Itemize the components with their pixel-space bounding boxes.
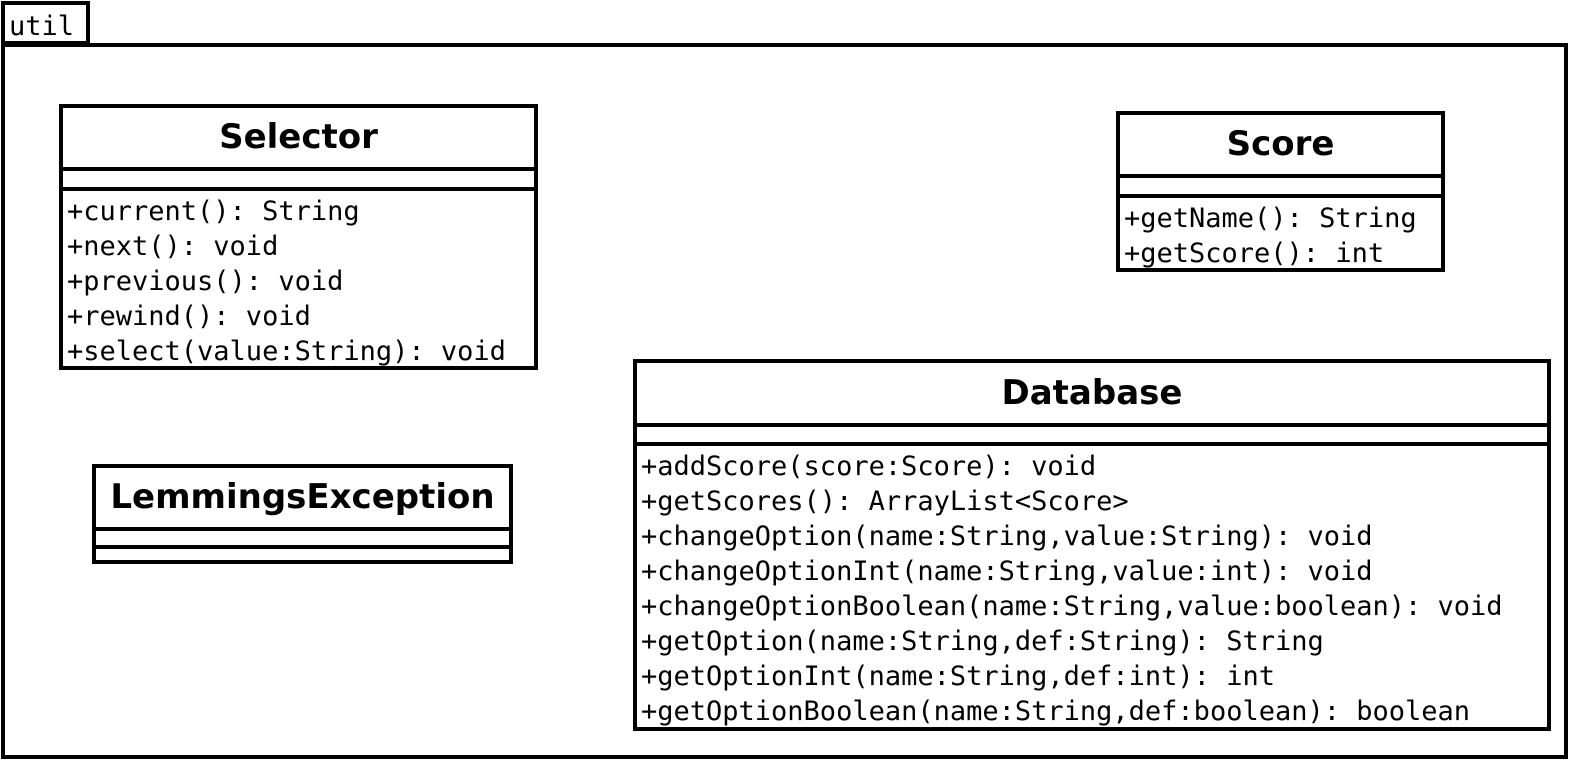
attributes-compartment — [1120, 178, 1441, 198]
attributes-compartment — [637, 427, 1547, 446]
operation: +previous(): void — [67, 266, 344, 297]
operation: +getOptionBoolean(name:String,def:boolea… — [641, 696, 1471, 727]
operation: +getName(): String — [1124, 203, 1417, 234]
attributes-compartment — [63, 171, 534, 191]
class-name: Database — [637, 363, 1547, 427]
class-name: LemmingsException — [96, 468, 509, 531]
class-selector[interactable]: Selector +current(): String +next(): voi… — [59, 104, 538, 370]
operation: +getScores(): ArrayList<Score> — [641, 486, 1129, 517]
operation: +getOptionInt(name:String,def:int): int — [641, 661, 1275, 692]
operation: +next(): void — [67, 231, 279, 262]
operations-compartment: +getName(): String +getScore(): int — [1120, 198, 1441, 271]
operations-compartment: +addScore(score:Score): void +getScores(… — [637, 446, 1547, 729]
package-name: util — [9, 11, 75, 42]
operation: +changeOptionBoolean(name:String,value:b… — [641, 591, 1503, 622]
operations-compartment: +current(): String +next(): void +previo… — [63, 191, 534, 369]
operations-compartment — [96, 549, 509, 560]
package-frame — [1, 43, 1568, 759]
operation: +changeOptionInt(name:String,value:int):… — [641, 556, 1373, 587]
class-database[interactable]: Database +addScore(score:Score): void +g… — [633, 359, 1551, 731]
attributes-compartment — [96, 531, 509, 549]
operation: +getScore(): int — [1124, 238, 1385, 269]
operation: +current(): String — [67, 196, 360, 227]
operation: +addScore(score:Score): void — [641, 451, 1097, 482]
operation: +changeOption(name:String,value:String):… — [641, 521, 1373, 552]
class-name: Score — [1120, 115, 1441, 178]
class-score[interactable]: Score +getName(): String +getScore(): in… — [1116, 111, 1445, 272]
class-lemmings-exception[interactable]: LemmingsException — [92, 464, 513, 564]
operation: +select(value:String): void — [67, 336, 506, 367]
package-tab: util — [1, 1, 90, 45]
class-name: Selector — [63, 108, 534, 171]
operation: +getOption(name:String,def:String): Stri… — [641, 626, 1324, 657]
operation: +rewind(): void — [67, 301, 311, 332]
